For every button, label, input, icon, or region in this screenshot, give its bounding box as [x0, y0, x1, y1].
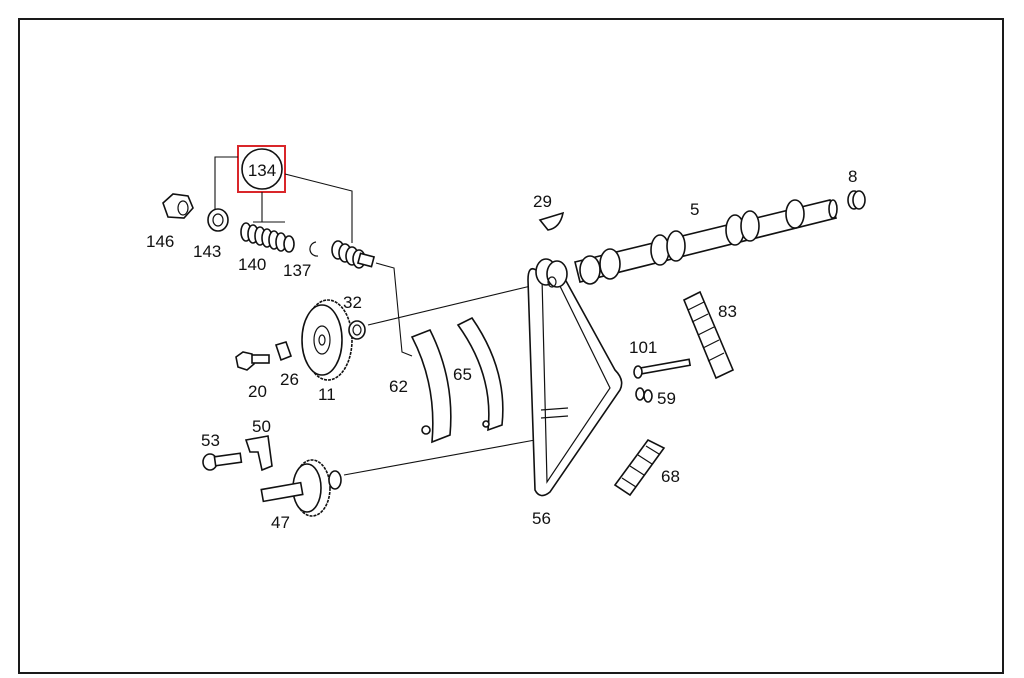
- part-65-guide-rail: [456, 316, 504, 432]
- callout-11[interactable]: 11: [318, 385, 336, 404]
- callout-56[interactable]: 56: [532, 509, 551, 528]
- callout-50[interactable]: 50: [252, 417, 271, 436]
- callout-134-label: 134: [248, 161, 276, 180]
- callout-20[interactable]: 20: [248, 382, 267, 401]
- part-26-key: [274, 341, 293, 362]
- leader-143: [214, 156, 238, 212]
- axis-line-lower: [343, 439, 536, 476]
- callout-circle: [241, 148, 283, 190]
- callout-5[interactable]: 5: [690, 200, 699, 219]
- part-5-camshaft: [574, 199, 838, 285]
- callout-62[interactable]: 62: [389, 377, 408, 396]
- part-8-plug: [847, 190, 866, 210]
- part-59-link: [635, 387, 653, 403]
- callout-83[interactable]: 83: [718, 302, 737, 321]
- part-56-timing-chain: [527, 258, 623, 497]
- rail-pin-62: [421, 425, 431, 435]
- part-50-bracket: [244, 435, 273, 472]
- callout-146[interactable]: 146: [146, 232, 174, 251]
- part-53-bolt: [202, 452, 243, 471]
- part-11-sprocket: [301, 299, 353, 381]
- part-62-guide-rail: [410, 328, 452, 444]
- leader-62: [375, 262, 413, 357]
- part-134-tensioner: [331, 240, 376, 269]
- callout-59[interactable]: 59: [657, 389, 676, 408]
- axis-line-upper: [367, 284, 536, 326]
- leader-spring: [284, 173, 353, 243]
- part-29-key: [538, 211, 565, 231]
- part-68-rail: [613, 438, 666, 497]
- part-32-washer: [348, 320, 366, 340]
- callout-65[interactable]: 65: [453, 365, 472, 384]
- part-137-clip: [309, 241, 319, 257]
- callout-8[interactable]: 8: [848, 167, 857, 186]
- callout-47[interactable]: 47: [271, 513, 290, 532]
- callout-143[interactable]: 143: [193, 242, 221, 261]
- diagram-frame: [18, 18, 1004, 674]
- callout-32[interactable]: 32: [343, 293, 362, 312]
- callout-29[interactable]: 29: [533, 192, 552, 211]
- callout-137[interactable]: 137: [283, 261, 311, 280]
- callout-101[interactable]: 101: [629, 338, 657, 357]
- part-143-washer: [207, 208, 229, 232]
- part-47-gear: [260, 459, 342, 517]
- part-83-rail: [682, 290, 735, 380]
- callout-26[interactable]: 26: [280, 370, 299, 389]
- part-101-pin: [633, 358, 692, 379]
- rail-pin-65: [482, 420, 490, 428]
- callout-134-group[interactable]: 134: [214, 145, 353, 243]
- part-140-spring: [240, 222, 295, 253]
- part-146-hex-nut: [162, 193, 194, 219]
- callout-53[interactable]: 53: [201, 431, 220, 450]
- callout-140[interactable]: 140: [238, 255, 266, 274]
- part-20-bolt: [235, 351, 270, 371]
- callout-68[interactable]: 68: [661, 467, 680, 486]
